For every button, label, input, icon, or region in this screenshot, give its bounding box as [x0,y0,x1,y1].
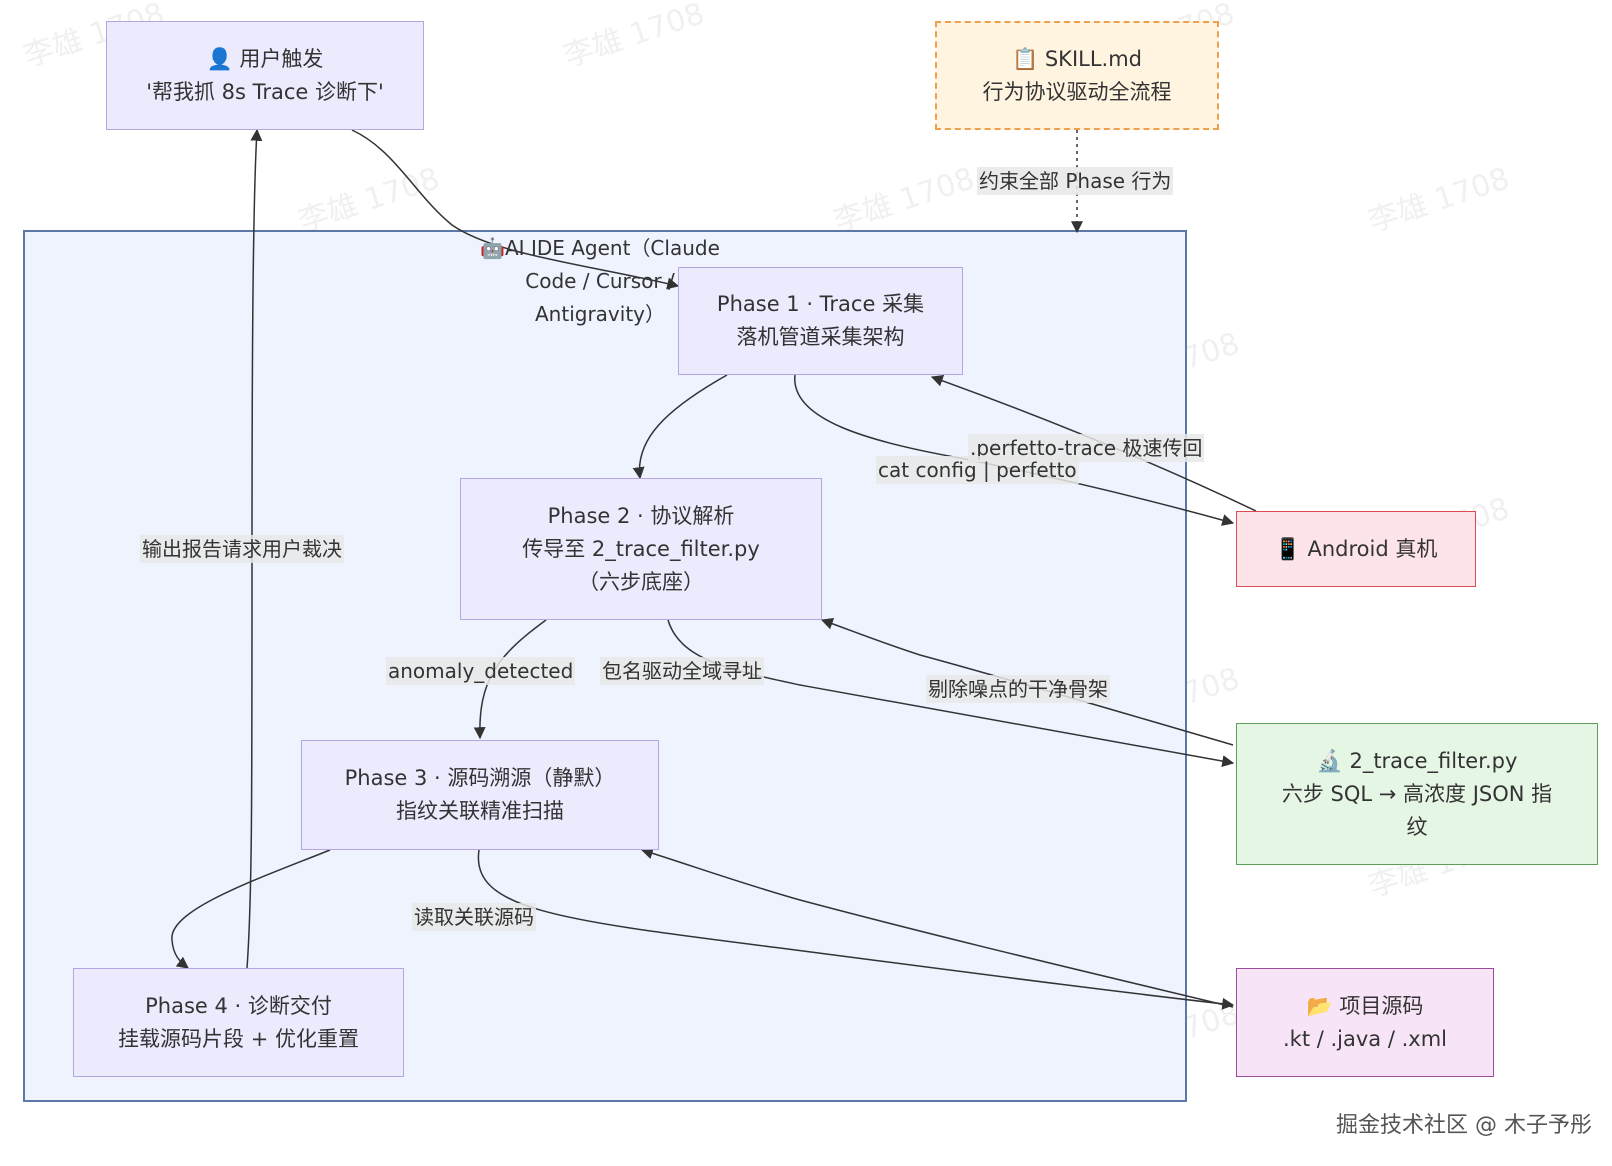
phase1-node: Phase 1 · Trace 采集 落机管道采集架构 [678,267,963,375]
phase1-line1: Phase 1 · Trace 采集 [716,292,925,316]
clipboard-icon: 📋 [1012,46,1039,71]
edge-user-to-phase1 [351,129,680,290]
edge-label-read-source: 读取关联源码 [412,903,536,931]
project-source-node: 📂 项目源码 .kt / .java / .xml [1236,968,1494,1077]
phase3-node: Phase 3 · 源码溯源（静默） 指纹关联精准扫描 [301,740,659,850]
edge-phase3-to-source [477,849,1235,1010]
cluster-title: AI IDE Agent（Claude Code / Cursor / Anti… [505,236,720,326]
edge-phase2-to-filter [667,619,1235,768]
trace-filter-node: 🔬 2_trace_filter.py 六步 SQL → 高浓度 JSON 指 … [1236,723,1598,865]
source-line1: 项目源码 [1339,993,1424,1018]
edge-label-package-driven: 包名驱动全域寻址 [600,657,764,685]
android-line1: Android 真机 [1307,536,1438,561]
android-device-node: 📱 Android 真机 [1236,511,1476,587]
edge-filter-to-phase2 [820,617,1234,746]
skill-md-line2: 行为协议驱动全流程 [982,79,1172,104]
skill-md-title: 📋 SKILL.md [1012,43,1142,76]
filter-line1: 2_trace_filter.py [1349,748,1518,773]
phase4-line1: Phase 4 · 诊断交付 [145,993,332,1018]
user-icon: 👤 [206,46,233,71]
source-title: 📂 项目源码 [1307,990,1424,1023]
skill-md-line1: SKILL.md [1044,46,1142,71]
user-trigger-node: 👤 用户触发 '帮我抓 8s Trace 诊断下' [106,21,424,130]
filter-line2: 六步 SQL → 高浓度 JSON 指 [1281,781,1553,806]
phase2-line2: 传导至 2_trace_filter.py [522,536,760,561]
phase4-line2: 挂载源码片段 + 优化重置 [118,1026,359,1051]
user-trigger-title: 👤 用户触发 [207,43,324,76]
edge-source-to-phase3 [640,847,1234,1008]
phase2-node: Phase 2 · 协议解析 传导至 2_trace_filter.py （六步… [460,478,822,620]
android-title: 📱 Android 真机 [1275,533,1438,566]
cluster-label: 🤖AI IDE Agent（Claude Code / Cursor / Ant… [470,232,730,331]
source-credit: 掘金技术社区 @ 木子予彤 [1336,1113,1592,1138]
robot-icon: 🤖 [480,236,505,260]
skill-md-node: 📋 SKILL.md 行为协议驱动全流程 [935,21,1219,130]
user-trigger-line1: 用户触发 [239,46,324,71]
edge-label-clean-skeleton: 剔除噪点的干净骨架 [926,675,1110,703]
phase3-line2: 指纹关联精准扫描 [396,799,564,823]
phone-icon: 📱 [1274,536,1301,561]
folder-icon: 📂 [1306,993,1333,1018]
phase3-line1: Phase 3 · 源码溯源（静默） [344,766,616,790]
phase2-line3: （六步底座） [578,569,704,594]
edge-label-anomaly: anomaly_detected [386,657,576,685]
phase1-line2: 落机管道采集架构 [736,325,905,349]
edge-phase1-to-phase2 [632,374,728,480]
filter-line3: 纹 [1406,814,1428,839]
edge-label-cat-config: cat config | perfetto [876,456,1079,484]
source-line2: .kt / .java / .xml [1283,1026,1447,1051]
user-trigger-line2: '帮我抓 8s Trace 诊断下' [146,79,384,104]
filter-title: 🔬 2_trace_filter.py [1317,745,1518,778]
edge-phase3-to-phase4 [171,849,331,969]
phase2-line1: Phase 2 · 协议解析 [547,503,735,528]
edge-label-skill-constraint: 约束全部 Phase 行为 [977,167,1174,195]
phase4-node: Phase 4 · 诊断交付 挂载源码片段 + 优化重置 [73,968,404,1077]
microscope-icon: 🔬 [1316,748,1343,773]
edge-label-output-report: 输出报告请求用户裁决 [140,535,344,563]
